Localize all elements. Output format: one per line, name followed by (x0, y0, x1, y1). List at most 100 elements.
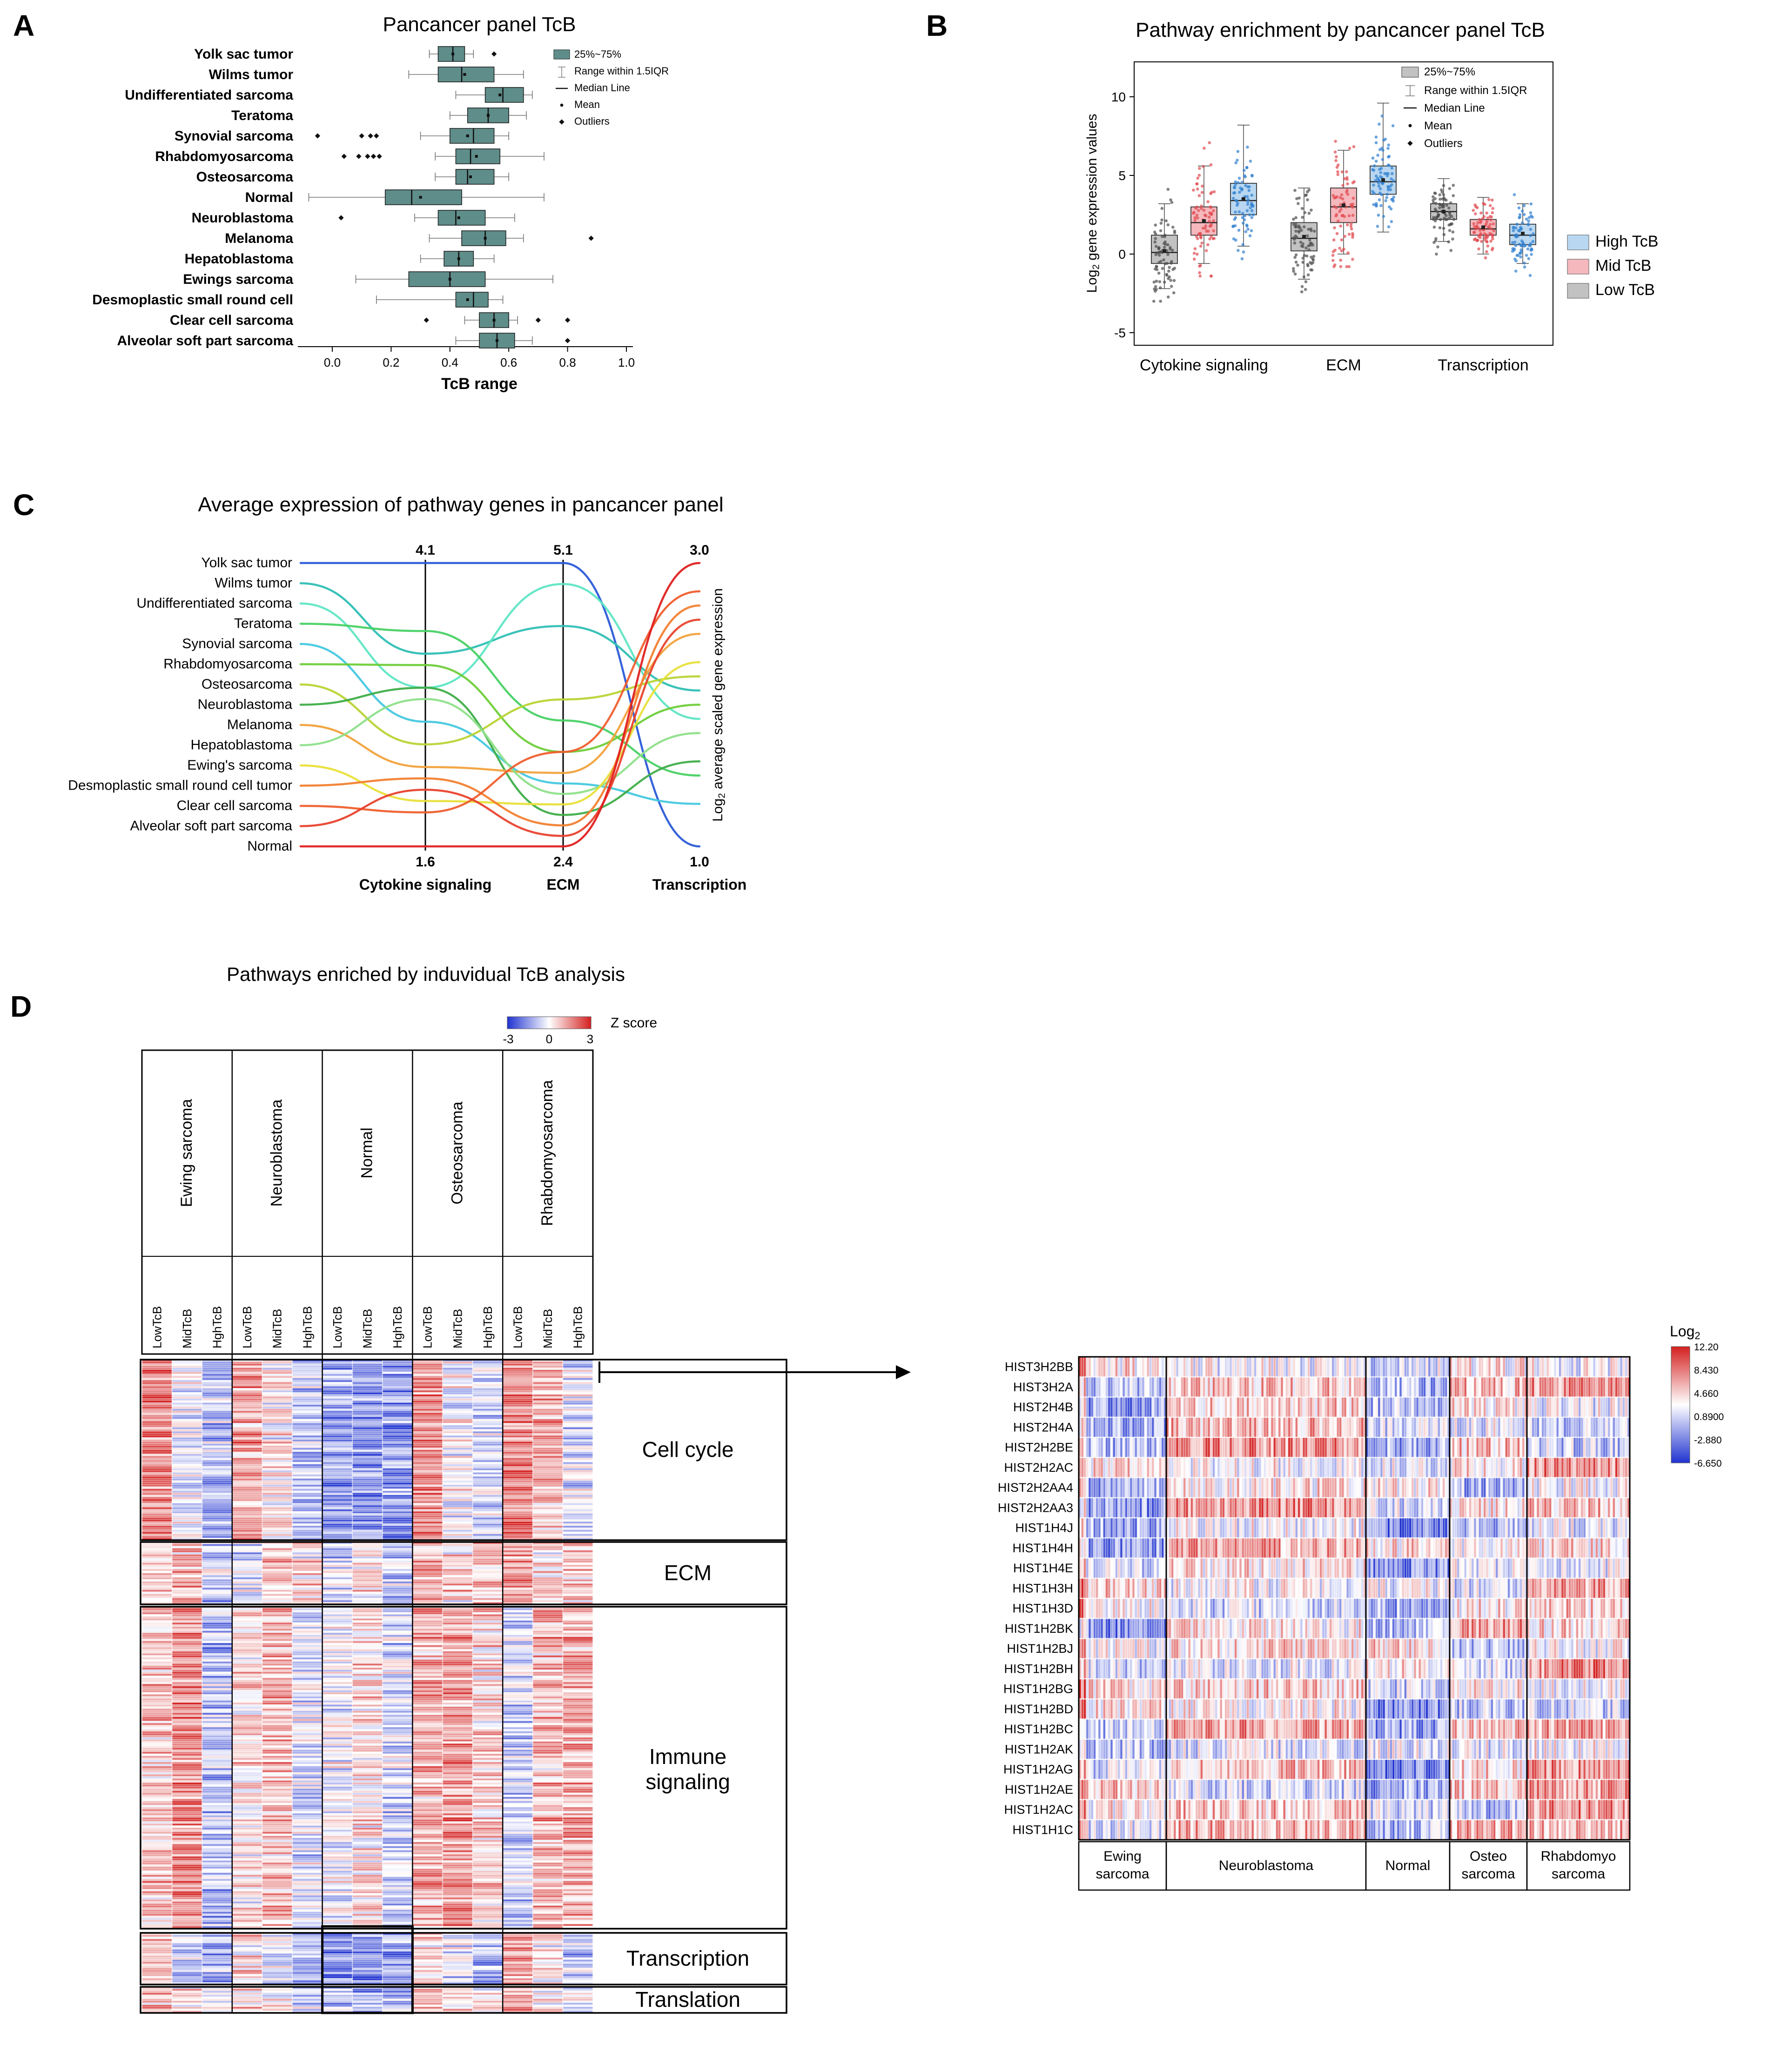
data-point (1374, 179, 1378, 182)
data-point (1528, 274, 1532, 277)
data-point (1234, 180, 1237, 184)
data-point (1482, 215, 1486, 218)
colorbar-tick: 3 (587, 1032, 593, 1046)
data-point (1335, 166, 1339, 169)
data-point (1152, 300, 1156, 303)
data-point (1442, 184, 1445, 188)
data-point (1351, 181, 1355, 185)
data-point (1438, 206, 1441, 209)
category-label: Synovial sarcoma (182, 636, 292, 651)
data-point (1513, 193, 1516, 196)
pathway-heatmap (142, 1360, 593, 2013)
mean-marker (1381, 178, 1385, 182)
data-point (1492, 222, 1495, 226)
histone-group-label: sarcoma (1096, 1866, 1149, 1882)
data-point (1250, 201, 1253, 205)
data-point (1378, 148, 1382, 151)
x-tick-label: 0.2 (383, 355, 399, 369)
data-point (1250, 203, 1254, 207)
data-point (1529, 234, 1532, 237)
tcb-level-label: MidTcB (270, 1309, 284, 1348)
data-point (1488, 215, 1492, 218)
data-point (1243, 194, 1247, 198)
data-point (1237, 181, 1240, 184)
data-point (1485, 220, 1489, 223)
gene-label: HIST2H2AA4 (998, 1481, 1073, 1495)
tcb-level-label: MidTcB (541, 1309, 555, 1348)
log2-tick: -6.650 (1694, 1458, 1722, 1469)
box (484, 87, 524, 103)
data-point (1195, 182, 1199, 186)
data-point (1304, 194, 1307, 197)
data-point (1519, 244, 1523, 248)
data-point (1161, 249, 1164, 252)
data-point (1511, 247, 1514, 250)
data-point (1383, 172, 1386, 175)
data-point (1240, 188, 1244, 192)
box (384, 189, 462, 205)
legend-label: Mean (1424, 120, 1452, 132)
data-point (1434, 216, 1438, 220)
data-point (1485, 240, 1489, 243)
log2-tick: 4.660 (1694, 1388, 1719, 1399)
data-point (1351, 233, 1355, 237)
data-point (1487, 198, 1491, 201)
data-point (1208, 141, 1211, 144)
data-point (1517, 206, 1521, 210)
data-point (1529, 211, 1533, 215)
data-point (1163, 262, 1167, 266)
data-point (1153, 230, 1156, 234)
histone-group-label: sarcoma (1552, 1866, 1605, 1882)
data-point (1523, 261, 1526, 265)
data-point (1199, 232, 1202, 235)
x-tick-label: 0.0 (324, 355, 341, 369)
data-point (1305, 254, 1309, 258)
data-point (1491, 237, 1494, 241)
box (1230, 182, 1257, 215)
data-point (1521, 233, 1525, 236)
gene-label: HIST1H2AE (1005, 1783, 1073, 1797)
data-point (1518, 213, 1522, 216)
column-group-label: Rhabdomyosarcoma (538, 1080, 556, 1226)
pathway-label: signaling (645, 1770, 730, 1794)
data-point (1442, 209, 1445, 213)
data-point (1164, 219, 1168, 222)
box (1470, 219, 1497, 236)
data-point (1159, 221, 1163, 225)
data-point (1382, 215, 1385, 218)
data-point (1298, 226, 1302, 230)
data-point (1196, 188, 1199, 191)
series-line (299, 633, 701, 774)
data-point (1250, 229, 1253, 233)
data-point (1452, 194, 1455, 197)
data-point (1333, 248, 1337, 252)
data-point (1192, 252, 1196, 255)
data-point (1294, 229, 1297, 233)
data-point (1169, 246, 1172, 249)
gene-label: HIST1H2BD (1004, 1702, 1073, 1716)
data-point (1523, 244, 1526, 248)
data-point (1249, 160, 1252, 163)
category-label: Desmoplastic small round cell (92, 292, 293, 308)
data-point (1234, 199, 1238, 202)
data-point (1161, 235, 1164, 238)
gene-label: HIST2H2AC (1004, 1461, 1073, 1475)
data-point (1248, 234, 1252, 237)
data-point (1306, 263, 1310, 266)
data-point (1529, 228, 1533, 231)
data-point (1491, 235, 1494, 238)
category-label: Synovial sarcoma (175, 128, 293, 144)
histone-group-box (1165, 1841, 1367, 1891)
legend-label: 25%~75% (574, 48, 621, 60)
data-point (1482, 202, 1485, 205)
tcb-level-label: LowTcB (330, 1306, 344, 1348)
data-point (1304, 246, 1308, 250)
data-point (1374, 202, 1378, 205)
data-point (1530, 253, 1533, 256)
data-point (1350, 227, 1353, 231)
data-point (1197, 194, 1201, 197)
data-point (1378, 187, 1382, 190)
box (467, 107, 509, 123)
data-point (1168, 266, 1171, 269)
data-point (1385, 193, 1389, 196)
